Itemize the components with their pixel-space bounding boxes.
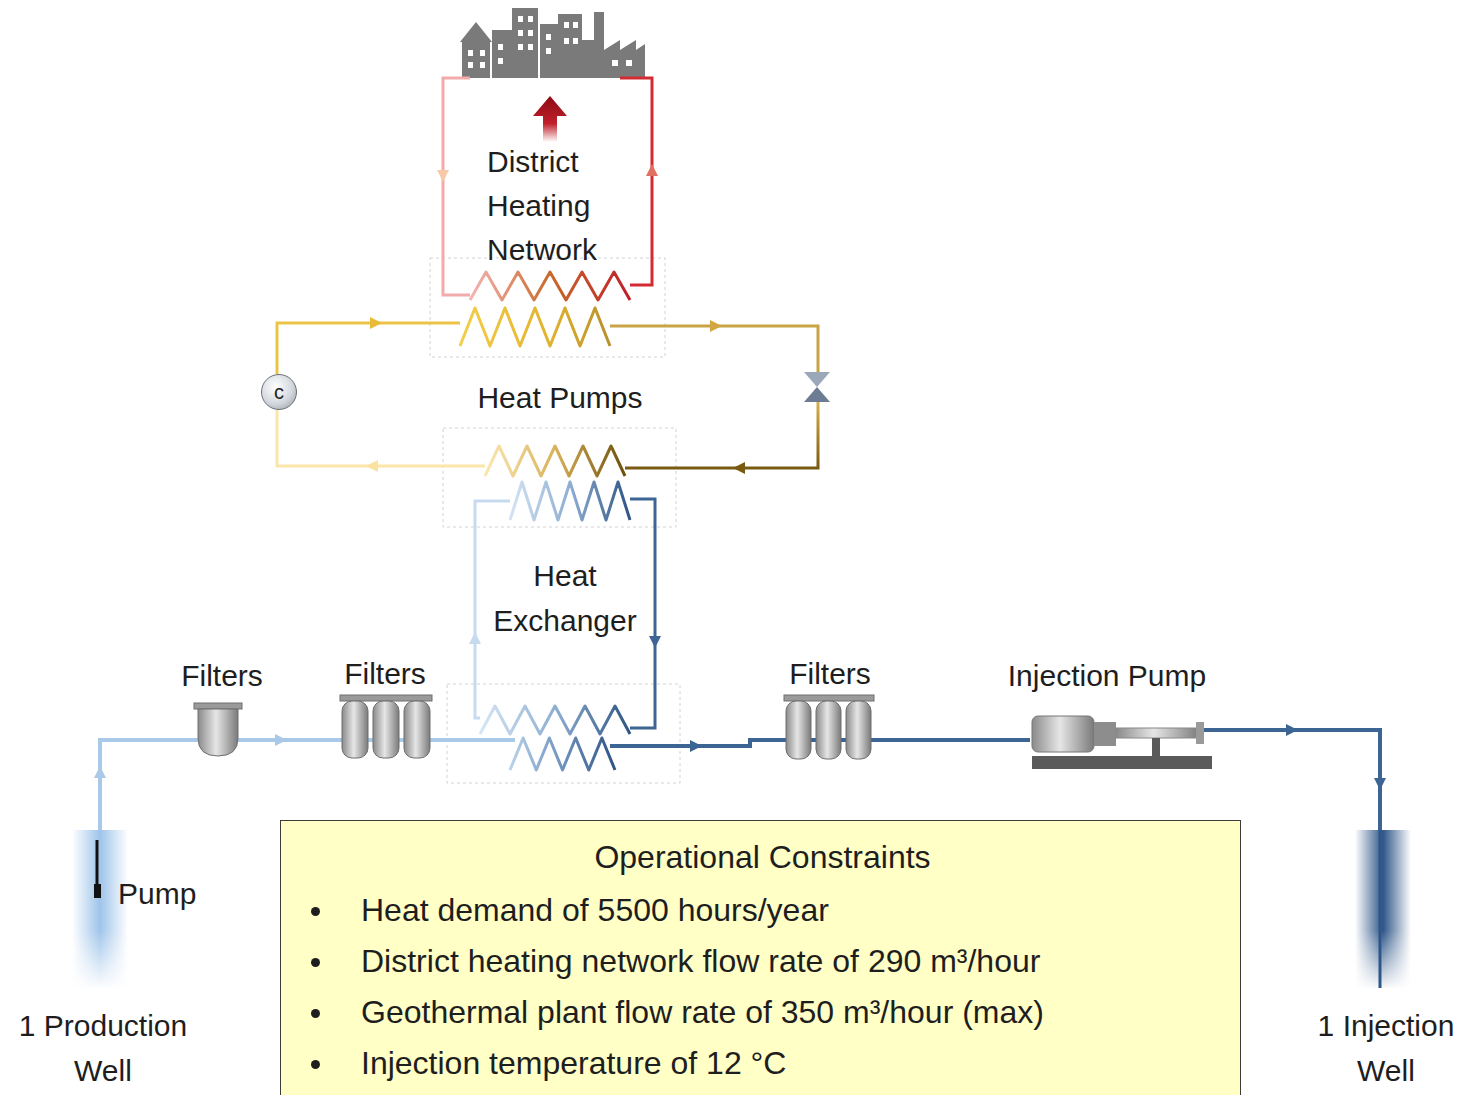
compressor-symbol: c xyxy=(261,374,297,410)
flow-arrow xyxy=(469,632,481,644)
coil xyxy=(470,272,630,300)
flow-arrow xyxy=(690,740,702,752)
equipment-outline xyxy=(430,258,680,783)
refrigerant-pipe xyxy=(277,323,818,468)
well-label: 1 Production Well xyxy=(5,1003,201,1093)
flow-arrow xyxy=(733,462,745,474)
flow-arrow xyxy=(1286,724,1298,736)
loop-label: District Heating Network xyxy=(487,140,637,272)
flow-arrow xyxy=(275,734,287,746)
equipment-label: Heat Pumps xyxy=(445,376,675,420)
equipment-label: Heat Exchanger xyxy=(479,553,651,643)
coil xyxy=(460,308,610,346)
box-heading: Operational Constraints xyxy=(305,835,1220,879)
intermediate-pipe xyxy=(475,499,655,728)
flow-arrow xyxy=(366,460,378,472)
coil xyxy=(480,706,630,734)
equipment-label: Filters xyxy=(330,654,440,694)
expansion-valve xyxy=(804,372,830,402)
flow-arrow xyxy=(649,636,661,648)
equipment-label: Pump xyxy=(118,874,218,914)
well-label: 1 Injection Well xyxy=(1311,1003,1461,1093)
flow-arrow xyxy=(370,317,382,329)
flow-arrow xyxy=(94,766,106,778)
constraints-box: Operational ConstraintsHeat demand of 55… xyxy=(280,820,1241,1095)
constraint-item: Heat demand of 5500 hours/year xyxy=(305,885,1220,936)
coil xyxy=(510,738,615,770)
constraint-item: Injection temperature of 12 °C xyxy=(305,1038,1220,1089)
equipment-label: Injection Pump xyxy=(977,656,1237,696)
district-heating-pipe xyxy=(443,78,652,295)
skyline-windows xyxy=(468,16,632,68)
equipment-label: Filters xyxy=(775,654,885,694)
constraint-item: District heating network flow rate of 29… xyxy=(305,936,1220,987)
filter xyxy=(194,703,242,756)
symbol-letter: c xyxy=(274,382,284,402)
filter-bank xyxy=(340,695,432,758)
flow-arrow xyxy=(710,320,722,332)
injection-well xyxy=(1355,830,1411,990)
coil xyxy=(485,446,625,476)
equipment-label: Filters xyxy=(167,656,277,696)
heat-arrow xyxy=(533,96,567,142)
injection-pump xyxy=(1032,716,1212,769)
flow-arrow xyxy=(646,164,658,176)
coil xyxy=(510,482,630,520)
heat-exchanger-coils xyxy=(460,272,630,770)
filter-bank xyxy=(784,695,874,759)
city-skyline xyxy=(460,8,645,78)
flow-arrow xyxy=(1374,778,1386,790)
constraint-item: Geothermal plant flow rate of 350 m³/hou… xyxy=(305,987,1220,1038)
flow-arrow xyxy=(437,170,449,182)
